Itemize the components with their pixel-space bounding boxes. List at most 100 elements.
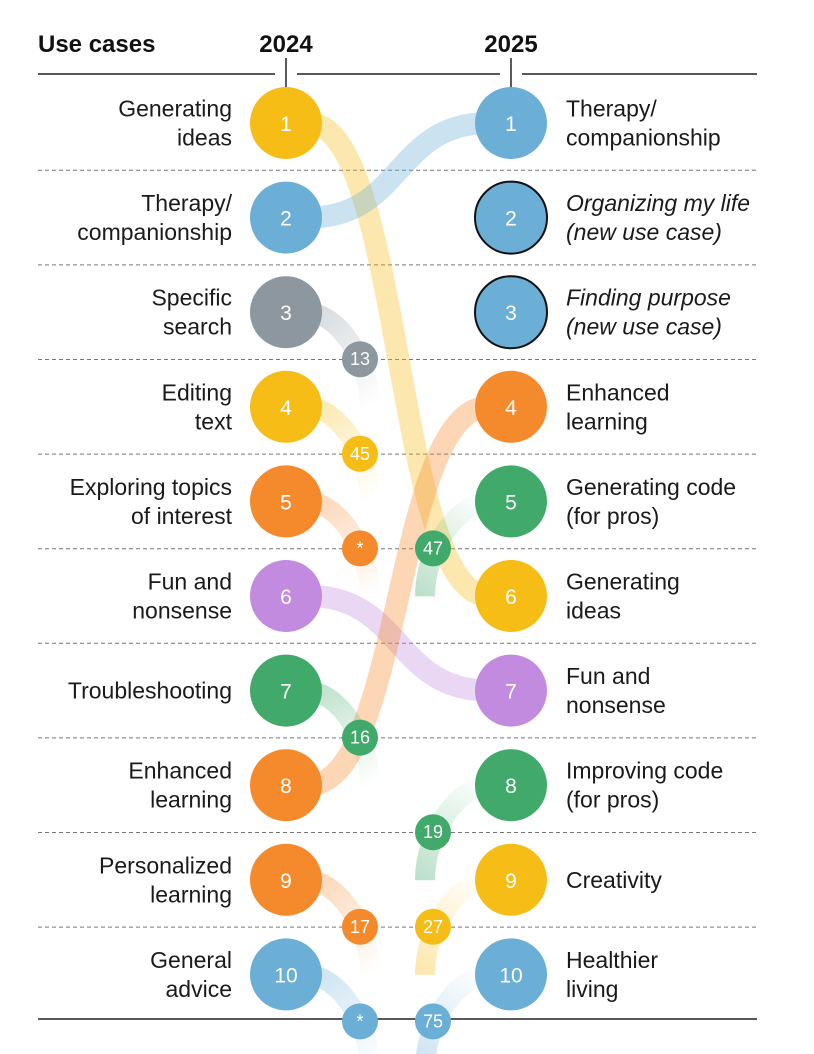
- rank-number-left: 10: [274, 964, 297, 987]
- rank-badge: [342, 1003, 378, 1040]
- label-right: (for pros): [566, 503, 659, 529]
- rank-circle-right: [475, 843, 547, 916]
- header-year-2025: 2025: [484, 31, 537, 58]
- rank-number-right: 7: [505, 681, 517, 704]
- rank-badge-label: 13: [350, 349, 370, 369]
- label-right: Fun and: [566, 663, 650, 689]
- label-right: living: [566, 976, 618, 1002]
- rank-number-right: 5: [505, 491, 517, 514]
- label-right: learning: [566, 408, 648, 434]
- rank-badge-label: *: [356, 1011, 363, 1031]
- rank-badge-label: 47: [423, 538, 443, 558]
- rank-circle-right: [475, 370, 547, 443]
- label-left: Specific: [151, 285, 232, 311]
- rank-badge: [342, 530, 378, 567]
- rank-badge: [342, 908, 378, 945]
- label-right: Therapy/: [566, 96, 657, 122]
- rank-number-right: 8: [505, 775, 517, 798]
- label-left: ideas: [177, 125, 232, 151]
- rank-number-left: 4: [280, 397, 292, 420]
- ribbon: [286, 395, 511, 797]
- rank-number-right: 4: [505, 397, 517, 420]
- rank-number-left: 7: [280, 681, 292, 704]
- rank-badge-label: 75: [423, 1011, 443, 1031]
- label-left: Fun and: [148, 569, 232, 595]
- rank-number-right: 3: [505, 302, 517, 325]
- rank-badge-label: 19: [423, 822, 443, 842]
- label-right: Improving code: [566, 758, 723, 784]
- label-left: Personalized: [99, 852, 232, 878]
- label-left: of interest: [131, 503, 233, 529]
- use-case-labels: GeneratingideasTherapy/companionshipSpec…: [68, 96, 750, 1002]
- chart-header: Use cases 2024 2025: [38, 31, 538, 58]
- label-right: (for pros): [566, 787, 659, 813]
- rank-circle-right: [475, 749, 547, 822]
- rank-badge: [415, 814, 451, 851]
- rank-circle-left: [250, 654, 322, 727]
- rank-badge-label: *: [356, 538, 363, 558]
- rank-circle-left: [250, 749, 322, 822]
- ribbon: [286, 585, 511, 702]
- grid-lines: [38, 58, 757, 1020]
- header-year-2024: 2024: [259, 31, 313, 58]
- label-left: nonsense: [132, 598, 232, 624]
- ribbon: [286, 112, 511, 607]
- rank-number-left: 1: [280, 113, 292, 136]
- label-left: Editing: [162, 379, 232, 405]
- rank-badge: [415, 530, 451, 567]
- rank-circle-right: [474, 275, 548, 350]
- rank-circle-left: [250, 181, 322, 254]
- rank-number-right: 6: [505, 586, 517, 609]
- rank-circle-right: [475, 465, 547, 538]
- header-use-cases: Use cases: [38, 31, 155, 58]
- label-left: learning: [150, 787, 232, 813]
- label-left: learning: [150, 881, 232, 907]
- label-right: nonsense: [566, 692, 666, 718]
- label-right: (new use case): [566, 219, 722, 245]
- label-left: companionship: [77, 219, 232, 245]
- label-right: companionship: [566, 125, 721, 151]
- rank-badge: [415, 908, 451, 945]
- rank-circle-left: [250, 465, 322, 538]
- label-right: Creativity: [566, 867, 662, 893]
- rank-number-left: 9: [280, 870, 292, 893]
- rank-number-right: 2: [505, 208, 517, 231]
- rank-number-left: 8: [280, 775, 292, 798]
- rank-badge-label: 45: [350, 444, 370, 464]
- rank-badge: [342, 341, 378, 378]
- rank-badge: [342, 435, 378, 472]
- label-right: Healthier: [566, 947, 658, 973]
- rank-circle-right: [475, 654, 547, 727]
- rank-circle-left: [250, 843, 322, 916]
- label-right: Finding purpose: [566, 285, 731, 311]
- rank-circle-right: [475, 560, 547, 632]
- rank-circle-left: [250, 87, 322, 159]
- rank-badge-label: 16: [350, 728, 370, 748]
- rank-number-right: 9: [505, 870, 517, 893]
- label-right: Enhanced: [566, 379, 670, 405]
- rank-circle-right: [474, 180, 548, 255]
- rank-badge: [415, 1003, 451, 1040]
- rank-number-left: 5: [280, 491, 292, 514]
- label-right: Organizing my life: [566, 190, 750, 216]
- label-left: Enhanced: [128, 758, 232, 784]
- rank-number-right: 10: [499, 964, 522, 987]
- rank-number-left: 3: [280, 302, 292, 325]
- rank-circle-right: [475, 938, 547, 1011]
- rank-badge: [342, 719, 378, 756]
- rank-number-right: 1: [505, 113, 517, 136]
- rank-circle-left: [250, 276, 322, 349]
- rank-number-left: 6: [280, 586, 292, 609]
- label-left: Therapy/: [141, 190, 232, 216]
- rank-circle-left: [250, 938, 322, 1011]
- rank-circle-left: [250, 560, 322, 632]
- ribbon: [286, 112, 511, 229]
- label-left: Generating: [118, 96, 232, 122]
- rank-badge-label: 17: [350, 917, 370, 937]
- label-left: advice: [166, 976, 232, 1002]
- label-left: Troubleshooting: [68, 678, 232, 704]
- rank-number-left: 2: [280, 208, 292, 231]
- label-right: Generating: [566, 569, 680, 595]
